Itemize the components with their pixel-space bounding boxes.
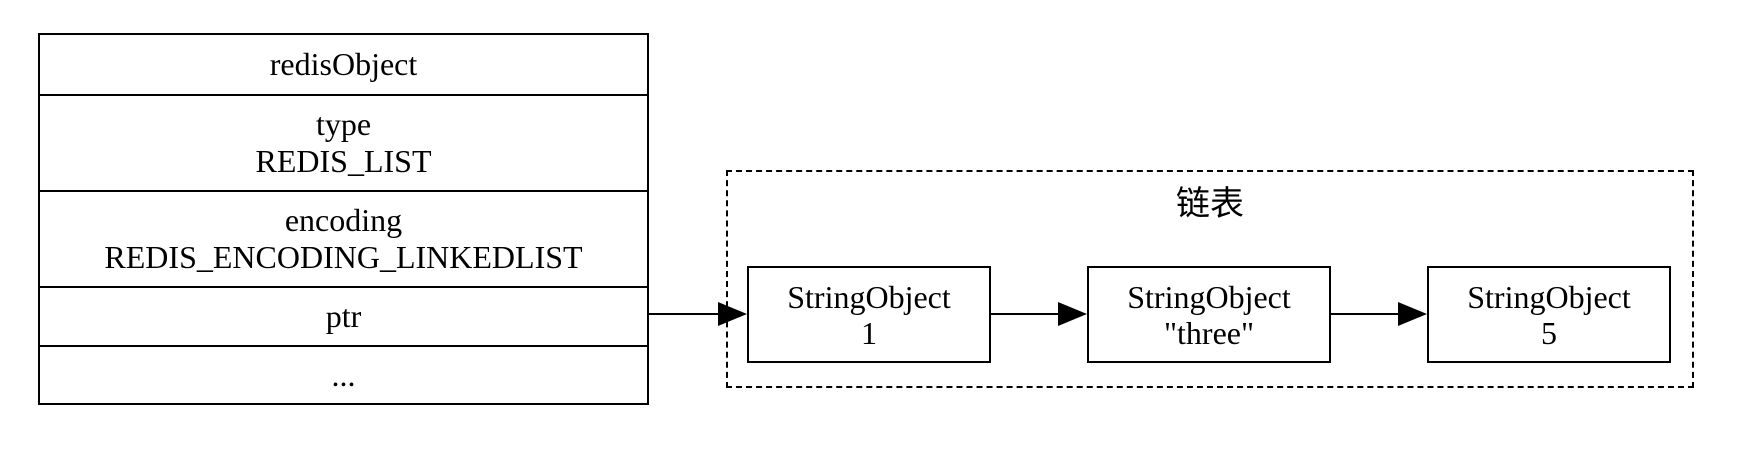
node-2-type: StringObject bbox=[1127, 278, 1291, 315]
linked-list-cluster: 链表 bbox=[726, 170, 1694, 388]
list-node-2: StringObject "three" bbox=[1087, 266, 1331, 363]
list-node-3: StringObject 5 bbox=[1427, 266, 1671, 363]
node-1-value: 1 bbox=[861, 314, 877, 351]
node-3-value: 5 bbox=[1541, 314, 1557, 351]
ptr-label: ptr bbox=[325, 298, 362, 334]
redis-object-record: redisObject type REDIS_LIST encoding RED… bbox=[38, 33, 649, 405]
encoding-label: encoding bbox=[284, 202, 403, 238]
node-1-type: StringObject bbox=[787, 278, 951, 315]
record-ellipsis-field: ... bbox=[40, 345, 647, 403]
node-3-type: StringObject bbox=[1467, 278, 1631, 315]
node-2-value: "three" bbox=[1163, 314, 1255, 351]
list-node-1: StringObject 1 bbox=[747, 266, 991, 363]
record-encoding-field: encoding REDIS_ENCODING_LINKEDLIST bbox=[40, 190, 647, 286]
record-title: redisObject bbox=[269, 46, 418, 82]
ellipsis-label: ... bbox=[331, 356, 356, 393]
record-ptr-field: ptr bbox=[40, 286, 647, 345]
encoding-value: REDIS_ENCODING_LINKEDLIST bbox=[104, 239, 583, 275]
type-label: type bbox=[315, 106, 372, 142]
record-title-field: redisObject bbox=[40, 35, 647, 94]
cluster-label: 链表 bbox=[1176, 184, 1244, 224]
type-value: REDIS_LIST bbox=[255, 143, 432, 179]
record-type-field: type REDIS_LIST bbox=[40, 94, 647, 190]
